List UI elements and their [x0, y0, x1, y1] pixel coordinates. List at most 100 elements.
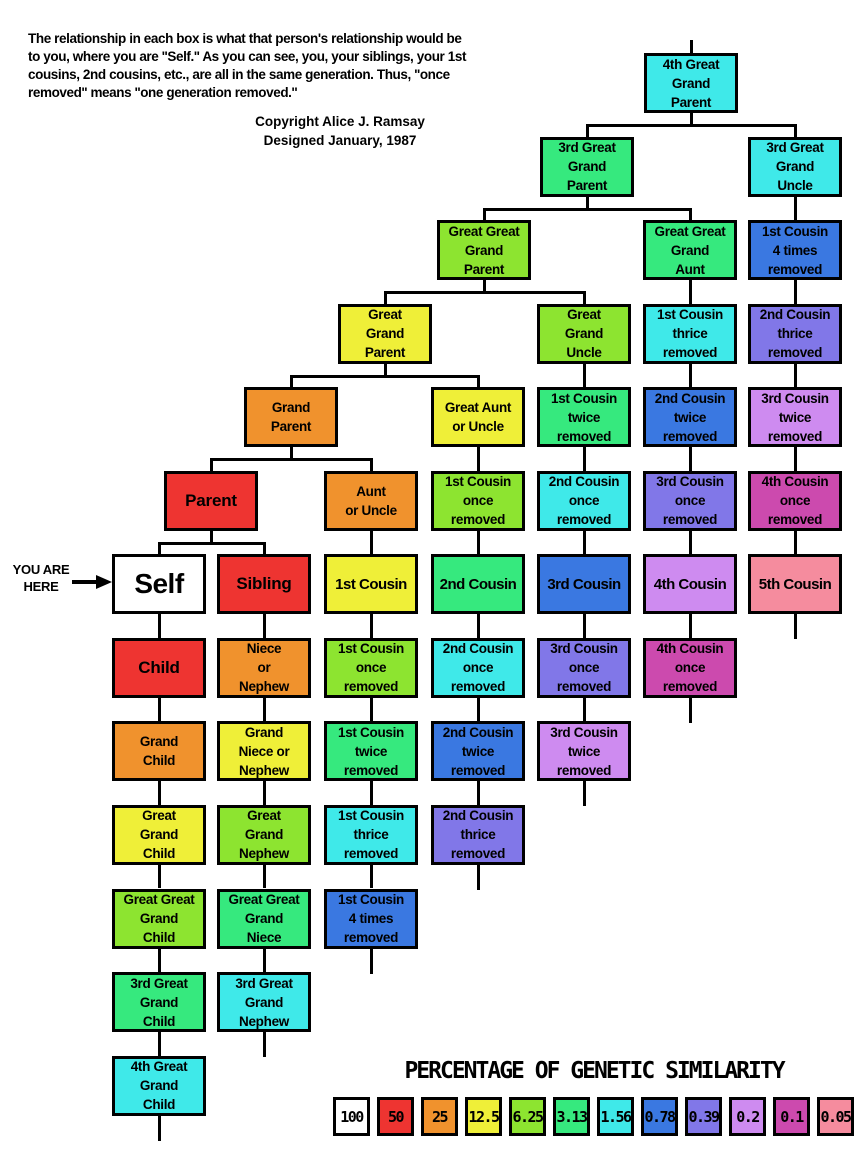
relationship-box-label: 3rd Great — [558, 140, 616, 156]
connector-line — [369, 458, 373, 471]
relationship-box-label: 2nd Cousin — [548, 474, 620, 490]
relationship-box-3rd-cousin: 3rd Cousin — [537, 554, 631, 615]
legend-swatch: 0.1 — [773, 1097, 810, 1136]
relationship-box-label: removed — [767, 345, 823, 361]
relationship-box-label: Child — [142, 753, 176, 769]
relationship-box-label: thrice — [353, 827, 389, 843]
relationship-box-label: 1st Cousin — [761, 223, 828, 239]
connector-line — [689, 40, 693, 53]
relationship-box-label: 4th Cousin — [653, 575, 727, 593]
connector-line — [582, 781, 586, 807]
legend-swatch: 50 — [377, 1097, 414, 1136]
connector-line — [582, 363, 586, 388]
relationship-box-label: removed — [662, 428, 718, 444]
connector-line — [262, 781, 266, 805]
relationship-box-label: removed — [662, 679, 718, 695]
connector-line — [157, 697, 161, 722]
relationship-box-label: Child — [142, 1013, 176, 1029]
legend-value: 12.5 — [468, 1107, 499, 1126]
relationship-box-self: Self — [112, 554, 206, 615]
connector-line — [262, 697, 266, 722]
legend-swatch: 12.5 — [465, 1097, 502, 1136]
connector-line — [369, 614, 373, 638]
relationship-box-label: once — [779, 493, 811, 509]
relationship-box-label: once — [462, 493, 494, 509]
relationship-box-label: removed — [450, 762, 506, 778]
relationship-box-label: 1st Cousin — [337, 808, 404, 824]
relationship-box-label: 1st Cousin — [335, 575, 407, 593]
relationship-box-label: 4th Great — [662, 56, 720, 72]
you-are-here-arrow-icon — [72, 575, 112, 589]
connector-line — [688, 614, 692, 638]
connector-line — [209, 458, 213, 471]
relationship-box-label: removed — [767, 512, 823, 528]
legend-swatch: 25 — [421, 1097, 458, 1136]
relationship-box-label: thrice — [777, 326, 813, 342]
connector-line — [476, 374, 480, 388]
relationship-box-label: removed — [556, 762, 612, 778]
relationship-box-label: Parent — [463, 261, 505, 277]
relationship-box-label: Great — [368, 307, 402, 323]
connector-line — [262, 614, 266, 638]
relationship-box-label: Parent — [566, 178, 608, 194]
relationship-box-label: 3rd Cousin — [761, 390, 829, 406]
legend-value: 1.56 — [600, 1107, 631, 1126]
relationship-box-label: removed — [556, 512, 612, 528]
connector-line — [369, 781, 373, 805]
connector-line — [688, 447, 692, 471]
legend-value: 0.39 — [688, 1107, 719, 1126]
you-are-here-line1: YOU ARE — [12, 562, 70, 577]
relationship-box-label: removed — [343, 762, 399, 778]
relationship-box-label: Great Aunt — [444, 400, 512, 416]
connector-line — [369, 948, 373, 974]
legend-swatch: 0.2 — [729, 1097, 766, 1136]
legend-swatch: 100 — [333, 1097, 370, 1136]
connector-line — [369, 697, 373, 722]
connector-line — [582, 291, 586, 304]
relationship-box-label: Grand — [567, 159, 607, 175]
connector-line — [383, 291, 586, 295]
relationship-box-label: Aunt — [356, 483, 386, 499]
relationship-box-label: or — [257, 660, 271, 676]
connector-line — [476, 864, 480, 890]
relationship-box-1st-cousin: 1st Cousin — [324, 554, 418, 615]
relationship-box-label: Grand — [271, 400, 311, 416]
relationship-box-label: 1st Cousin — [656, 307, 723, 323]
relationship-box-label: twice — [354, 743, 388, 759]
relationship-box-label: thrice — [460, 827, 496, 843]
relationship-box-label: Niece — [246, 641, 282, 657]
relationship-box-label: Nephew — [239, 846, 289, 862]
connector-line — [157, 541, 161, 555]
connector-line — [289, 447, 293, 462]
legend-swatch: 6.25 — [509, 1097, 546, 1136]
relationship-box-sibling: Sibling — [217, 554, 311, 615]
relationship-box-label: twice — [567, 409, 601, 425]
connector-line — [157, 1032, 161, 1056]
relationship-box-label: 2nd Cousin — [442, 724, 514, 740]
relationship-box-label: Great — [142, 808, 176, 824]
relationship-box-label: removed — [662, 512, 718, 528]
relationship-box-label: Parent — [670, 94, 712, 110]
legend-swatch: 0.78 — [641, 1097, 678, 1136]
relationship-box-label: Niece — [246, 930, 282, 945]
you-are-here-line2: HERE — [23, 579, 59, 594]
connector-line — [582, 447, 586, 471]
relationship-box-label: Great — [567, 307, 601, 323]
relationship-box-label: 1st Cousin — [550, 390, 617, 406]
relationship-box-label: removed — [450, 679, 506, 695]
connector-line — [157, 781, 161, 805]
legend-value: 0.2 — [736, 1107, 760, 1126]
relationship-box-label: 2nd Cousin — [439, 575, 517, 593]
relationship-box-label: once — [462, 660, 494, 676]
